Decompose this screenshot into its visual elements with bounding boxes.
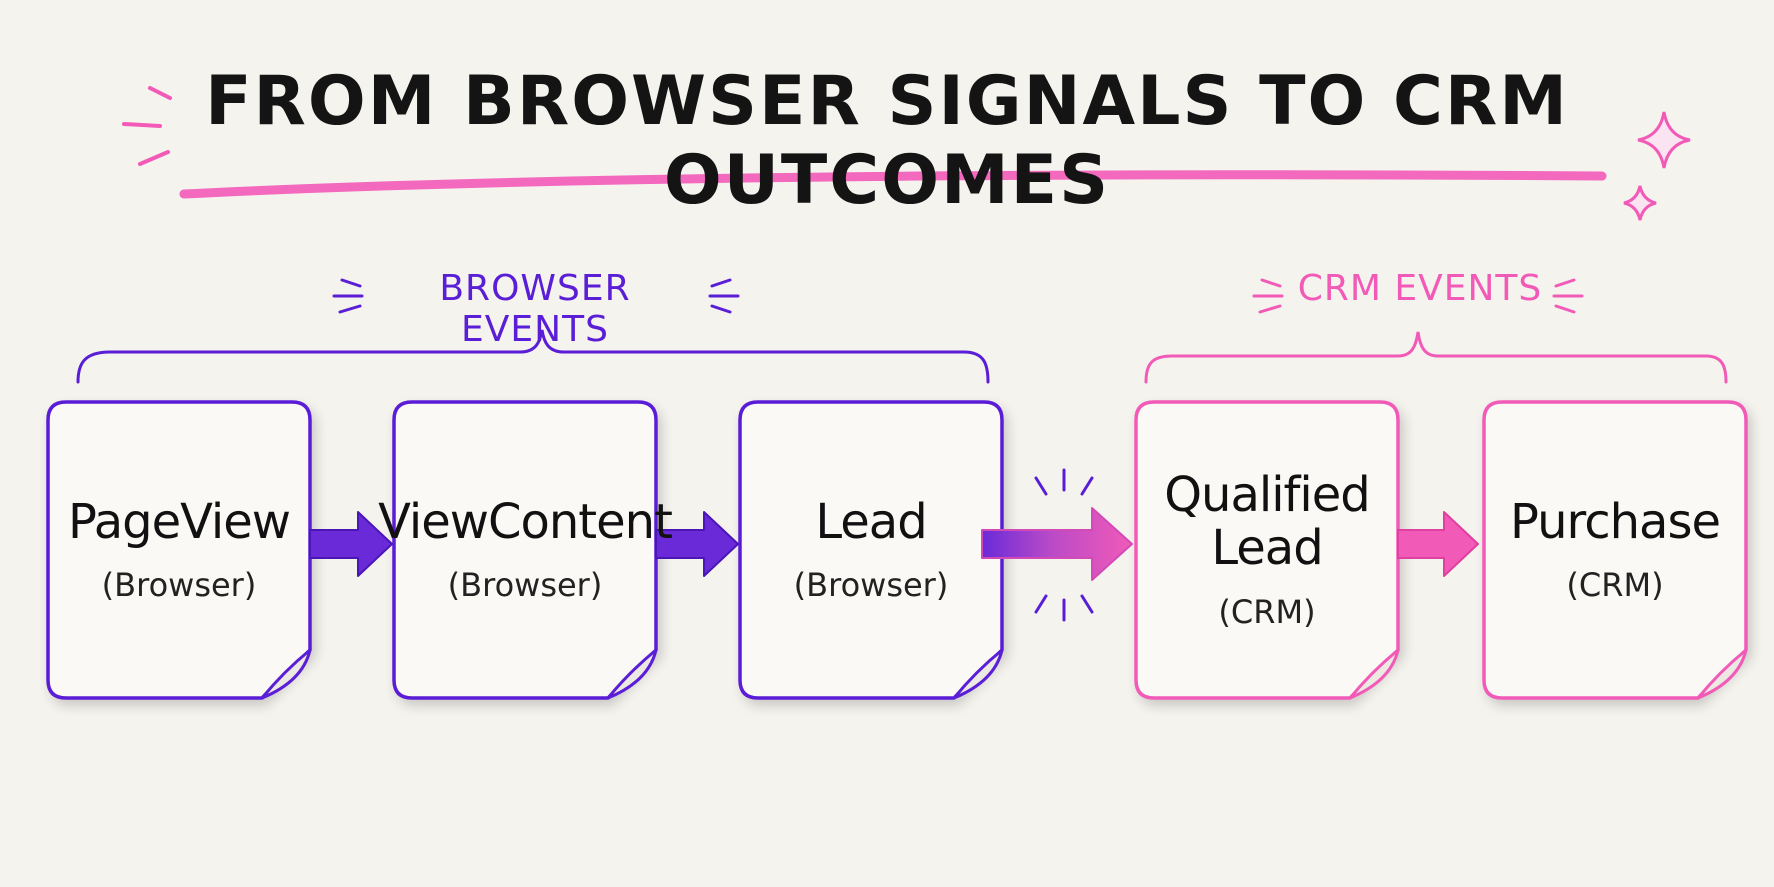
- arrow-lead-to-qualified-lead: [981, 507, 1133, 581]
- step-source: (Browser): [447, 566, 603, 605]
- step-card-qualified-lead: Qualified Lead (CRM): [1136, 402, 1398, 698]
- step-source: (Browser): [793, 566, 949, 605]
- step-card-viewcontent: ViewContent (Browser): [378, 402, 673, 698]
- card-folded-corner: [606, 648, 658, 700]
- card-folded-corner: [260, 648, 312, 700]
- step-source: (CRM): [1218, 592, 1316, 631]
- card-folded-corner: [1696, 648, 1748, 700]
- step-source: (CRM): [1566, 566, 1664, 605]
- crm-events-label: CRM Events: [1297, 268, 1543, 309]
- card-outline: [1134, 400, 1400, 700]
- browser-events-label: Browser Events: [439, 268, 631, 350]
- card-outline: [392, 400, 658, 700]
- step-name: Purchase: [1510, 493, 1721, 550]
- title-underline: [179, 170, 1607, 199]
- step-source: (Browser): [101, 566, 257, 605]
- step-card-pageview: PageView (Browser): [48, 402, 310, 698]
- step-name: Lead: [815, 493, 927, 550]
- step-card-lead: Lead (Browser): [740, 402, 1002, 698]
- browser-label-accents: [332, 278, 740, 314]
- step-name: ViewContent: [378, 493, 673, 550]
- step-name: Qualified Lead: [1164, 467, 1371, 576]
- browser-events-brace: [76, 329, 990, 384]
- step-card-purchase: Purchase (CRM): [1484, 402, 1746, 698]
- burst-marks: [1034, 468, 1094, 622]
- card-outline: [738, 400, 1004, 700]
- arrow-pageview-to-viewcontent: [309, 511, 393, 577]
- card-outline: [46, 400, 312, 700]
- sparkle-icon: [1623, 111, 1691, 221]
- card-folded-corner: [1348, 648, 1400, 700]
- title-accent-marks: [122, 86, 172, 166]
- page-title: From Browser Signals to CRM Outcomes: [205, 62, 1569, 220]
- crm-label-accents: [1252, 278, 1584, 314]
- crm-events-brace: [1144, 331, 1728, 384]
- arrow-viewcontent-to-lead: [655, 511, 739, 577]
- card-outline: [1482, 400, 1748, 700]
- arrow-qualified-lead-to-purchase: [1397, 511, 1479, 577]
- step-name: PageView: [67, 493, 291, 550]
- card-folded-corner: [952, 648, 1004, 700]
